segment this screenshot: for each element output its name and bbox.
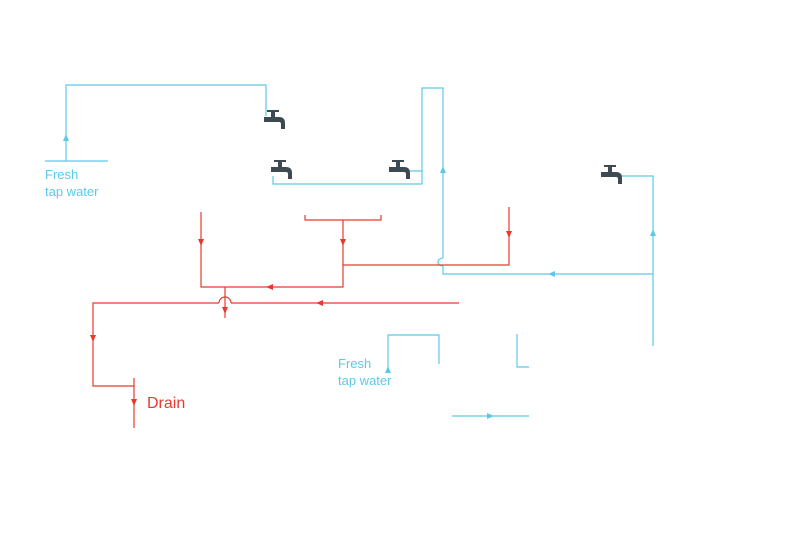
flow-arrow-left (316, 300, 323, 306)
tap-icon (601, 165, 622, 184)
drain-right-stack-pipe (343, 207, 510, 266)
flow-arrow-right (487, 413, 494, 419)
flow-arrow-down (131, 399, 137, 406)
flow-arrow-down (506, 231, 512, 238)
fresh-label-line2: tap water (338, 373, 392, 388)
tap-icon (271, 160, 292, 179)
flow-arrow-up (650, 229, 656, 236)
fresh-main-return-pipe (442, 266, 653, 275)
fresh-water-label-mid: Fresh tap water (338, 355, 391, 389)
fresh-water-label-left: Fresh tap water (45, 166, 98, 200)
flow-arrow-down (90, 335, 96, 342)
drain-main-pipe-left (92, 302, 219, 387)
fresh-supply-left-riser (65, 84, 267, 161)
fresh-fragment-pipe (516, 334, 529, 368)
flow-arrow-down (340, 239, 346, 246)
fresh-supply-mid-pipe (387, 334, 440, 372)
fresh-loop-pipe (272, 87, 444, 258)
fresh-label-line2: tap water (45, 184, 99, 199)
pipe-crossover (218, 296, 232, 304)
drain-label-text: Drain (147, 395, 186, 412)
drain-label: Drain (147, 395, 185, 413)
flow-arrow-up (440, 166, 446, 173)
drain-flow-arrows (90, 231, 512, 406)
flow-arrow-left (266, 284, 273, 290)
flow-arrow-down (222, 307, 228, 314)
fresh-riser-right-pipe (620, 175, 654, 346)
flow-arrow-up (63, 134, 69, 141)
fresh-flow-arrows (63, 134, 656, 419)
pipe-crossover (437, 257, 444, 267)
fresh-label-line1: Fresh (45, 167, 79, 182)
tap-icon (389, 160, 410, 179)
flow-arrow-up (385, 366, 391, 373)
fresh-water-pipes (45, 84, 654, 417)
drain-left-stack-pipe (200, 212, 344, 288)
fresh-label-line1: Fresh (338, 356, 372, 371)
flow-arrow-left (548, 271, 555, 277)
tap-icon (264, 110, 285, 129)
flow-arrow-down (198, 239, 204, 246)
drain-sink-connector (304, 215, 382, 221)
